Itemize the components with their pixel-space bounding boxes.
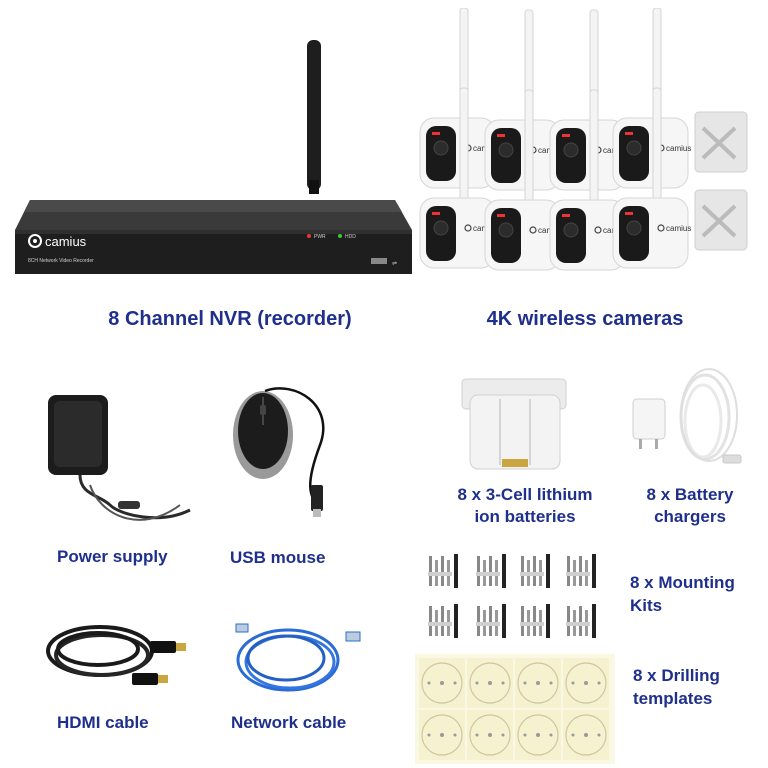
nvr-model-text: 8CH Network Video Recorder [28,258,94,264]
network-cable-label: Network cable [231,713,347,732]
mounting-label-line1: 8 x Mounting [630,573,735,592]
pwr-led-icon [307,234,311,238]
templates-label-line1: 8 x Drilling [633,666,720,685]
cameras-label: 4K wireless cameras [486,308,684,330]
nvr-antenna [307,40,321,190]
usb-port [371,258,387,264]
power-supply-image [48,395,191,521]
camius-logo-icon [28,234,42,248]
charger-image [632,368,742,464]
chargers-label-line2: chargers [654,507,726,526]
camera-bracket-top [694,111,748,173]
drilling-templates-image [415,654,615,764]
camera-4 [612,8,692,189]
chargers-label-line1: 8 x Battery [646,485,734,504]
usb-mouse-label: USB mouse [230,548,326,567]
batteries-label-line2: ion batteries [474,507,576,526]
hdmi-cable-label: HDMI cable [57,713,149,732]
battery-image [461,378,567,470]
nvr-brand: camius [45,234,87,249]
svg-text:⇌: ⇌ [392,260,397,267]
usb-mouse-image [233,387,325,517]
pwr-led-label: PWR [314,234,326,240]
templates-label-line2: templates [633,689,713,708]
nvr-label: 8 Channel NVR (recorder) [108,308,352,330]
camera-bracket-bottom [694,189,748,251]
mounting-kits-image [428,554,596,638]
nvr-image: camius 8CH Network Video Recorder PWR HD… [15,40,412,274]
hdd-led-icon [338,234,342,238]
hdmi-cable-image [46,625,186,685]
network-cable-image [235,623,361,692]
hdd-led-label: HDD [345,234,356,240]
batteries-label-line1: 8 x 3-Cell lithium [457,485,593,504]
cameras-image: camius [419,8,748,271]
nvr-front [15,230,412,274]
power-supply-label: Power supply [57,547,168,566]
mounting-label-line2: Kits [630,596,663,615]
